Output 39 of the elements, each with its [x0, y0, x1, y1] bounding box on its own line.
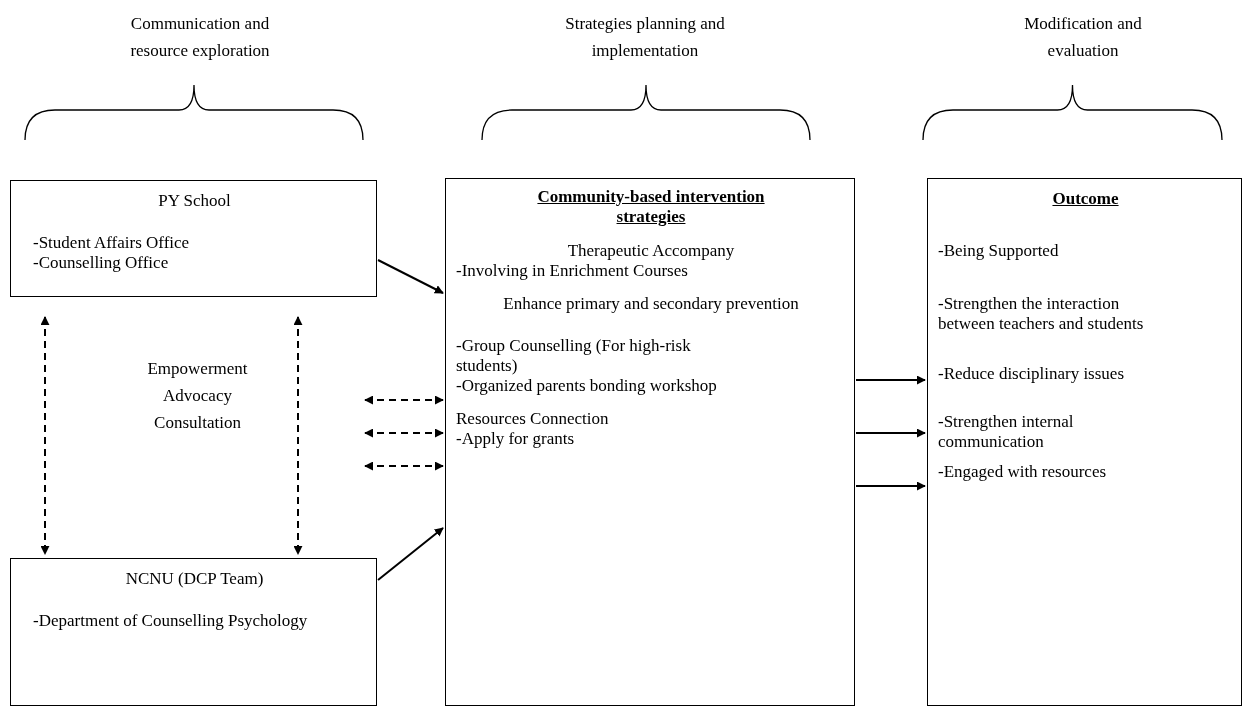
strategy-box [445, 178, 855, 706]
dashed-arrow [364, 428, 444, 438]
body-text: -Organized parents bonding workshop [456, 376, 718, 396]
body-text: -Department of Counselling Psychology [33, 611, 309, 631]
dashed-arrow [364, 461, 444, 471]
heading: NCNU (DCP Team) [124, 569, 265, 589]
body-text: -Counselling Office [33, 253, 170, 273]
body-text: -Group Counselling (For high-risk students) [456, 336, 692, 376]
arrow [855, 481, 926, 491]
column-heading: Strategies planning and implementation [564, 13, 726, 62]
column-heading: Modification and evaluation [1023, 13, 1143, 62]
body-text: -Involving in Enrichment Courses [456, 261, 689, 281]
column-heading: Communication and resource exploration [129, 13, 271, 62]
body-text: -Student Affairs Office [33, 233, 191, 253]
body-text: -Strengthen the interaction between teachers and students [938, 294, 1145, 334]
arrow [377, 527, 444, 581]
body-text: -Engaged with resources [938, 462, 1108, 482]
university-box [10, 558, 377, 706]
arrow [855, 428, 926, 438]
body-text: -Apply for grants [456, 429, 576, 449]
body-text: Advocacy [162, 385, 233, 407]
body-text: -Strengthen internal communication [938, 412, 1075, 452]
heading: PY School [157, 191, 232, 211]
heading: Outcome [1051, 189, 1120, 209]
arrow [855, 375, 926, 385]
heading: Community-based intervention strategies [536, 187, 766, 227]
dashed-arrow [364, 395, 444, 405]
dashed-arrow [40, 316, 50, 555]
dashed-arrow [293, 316, 303, 555]
body-text: Therapeutic Accompany [566, 241, 736, 261]
body-text: Resources Connection [456, 409, 610, 429]
outcome-box [927, 178, 1242, 706]
body-text: Enhance primary and secondary prevention [502, 294, 800, 314]
school-box [10, 180, 377, 297]
body-text: -Reduce disciplinary issues [938, 364, 1125, 384]
body-text: -Being Supported [938, 241, 1060, 261]
heading: Empowerment [146, 358, 249, 380]
arrow [377, 259, 444, 294]
body-text: Consultation [153, 412, 242, 434]
